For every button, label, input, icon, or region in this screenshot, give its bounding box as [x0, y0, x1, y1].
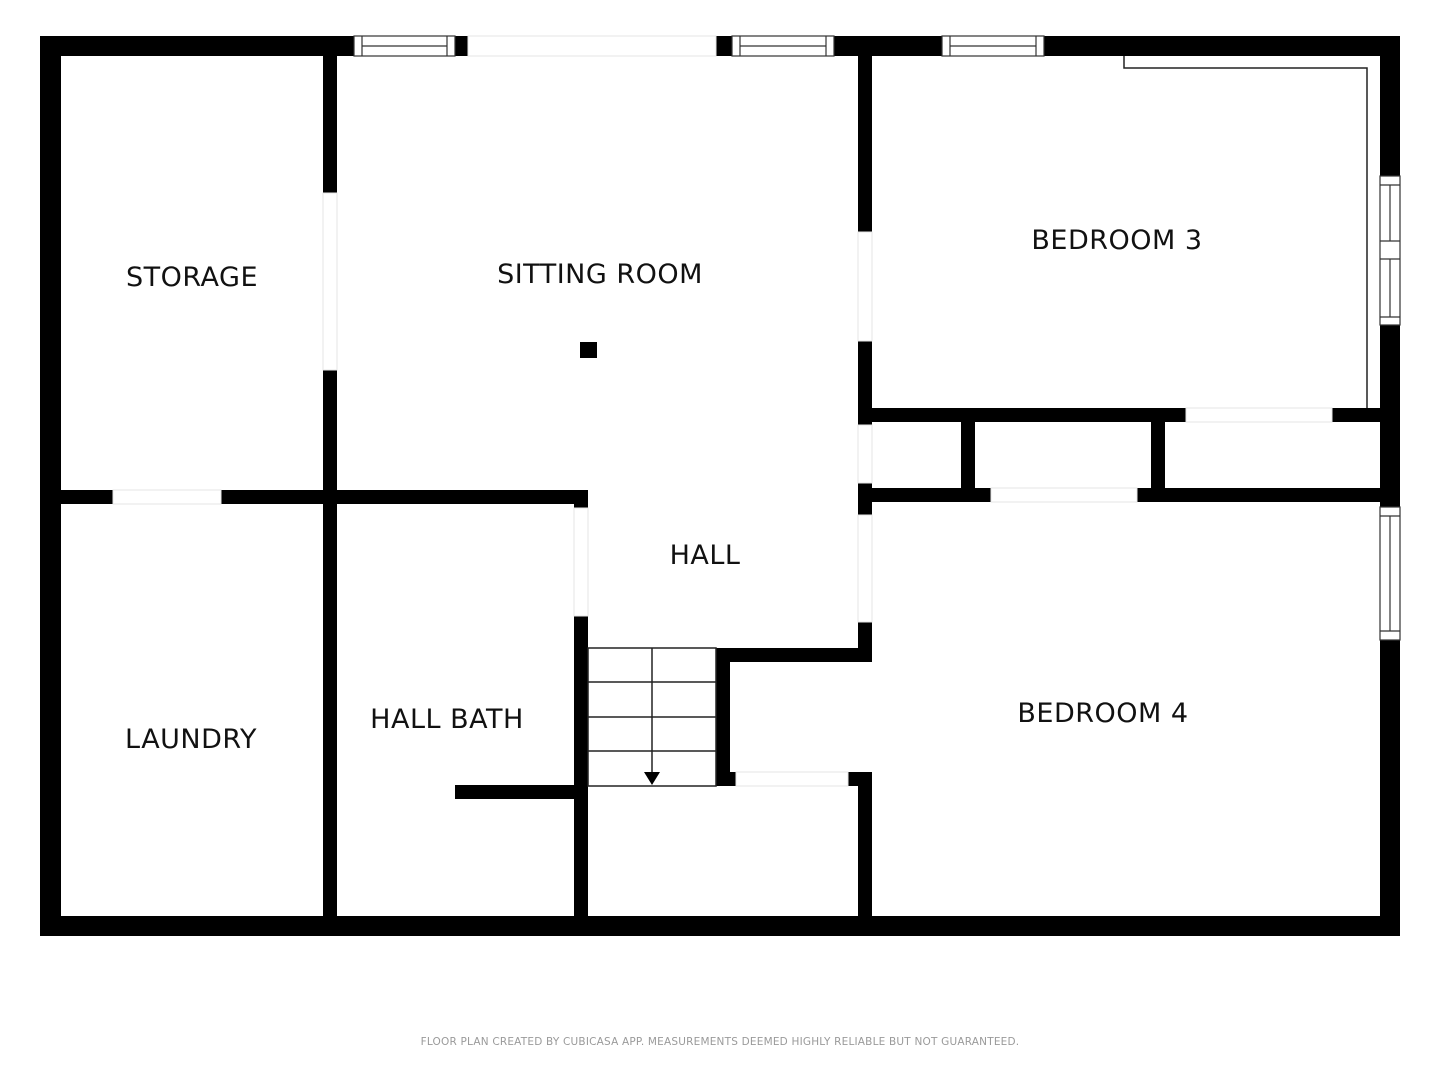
window-top-1 [353, 35, 456, 57]
room-label-bedroom-3: BEDROOM 3 [1031, 225, 1203, 256]
footer-disclaimer: FLOOR PLAN CREATED BY CUBICASA APP. MEAS… [420, 1036, 1020, 1048]
window-right-1 [1379, 175, 1401, 326]
room-label-laundry: LAUNDRY [125, 724, 257, 755]
room-label-hall: HALL [669, 540, 741, 571]
door-openings [112, 35, 1333, 787]
walls [40, 36, 1400, 936]
window-top-2 [731, 35, 835, 57]
stair-arrow-down-icon [644, 772, 660, 785]
room-label-storage: STORAGE [125, 262, 259, 293]
room-label-hall-bath: HALL BATH [370, 704, 524, 735]
room-label-bedroom-4: BEDROOM 4 [1017, 698, 1189, 729]
stairs [587, 647, 717, 787]
window-right-2 [1379, 506, 1401, 641]
windows [353, 35, 1401, 641]
window-top-3 [941, 35, 1045, 57]
room-label-sitting-room: SITTING ROOM [497, 259, 703, 290]
closet-shelf [1123, 56, 1368, 408]
